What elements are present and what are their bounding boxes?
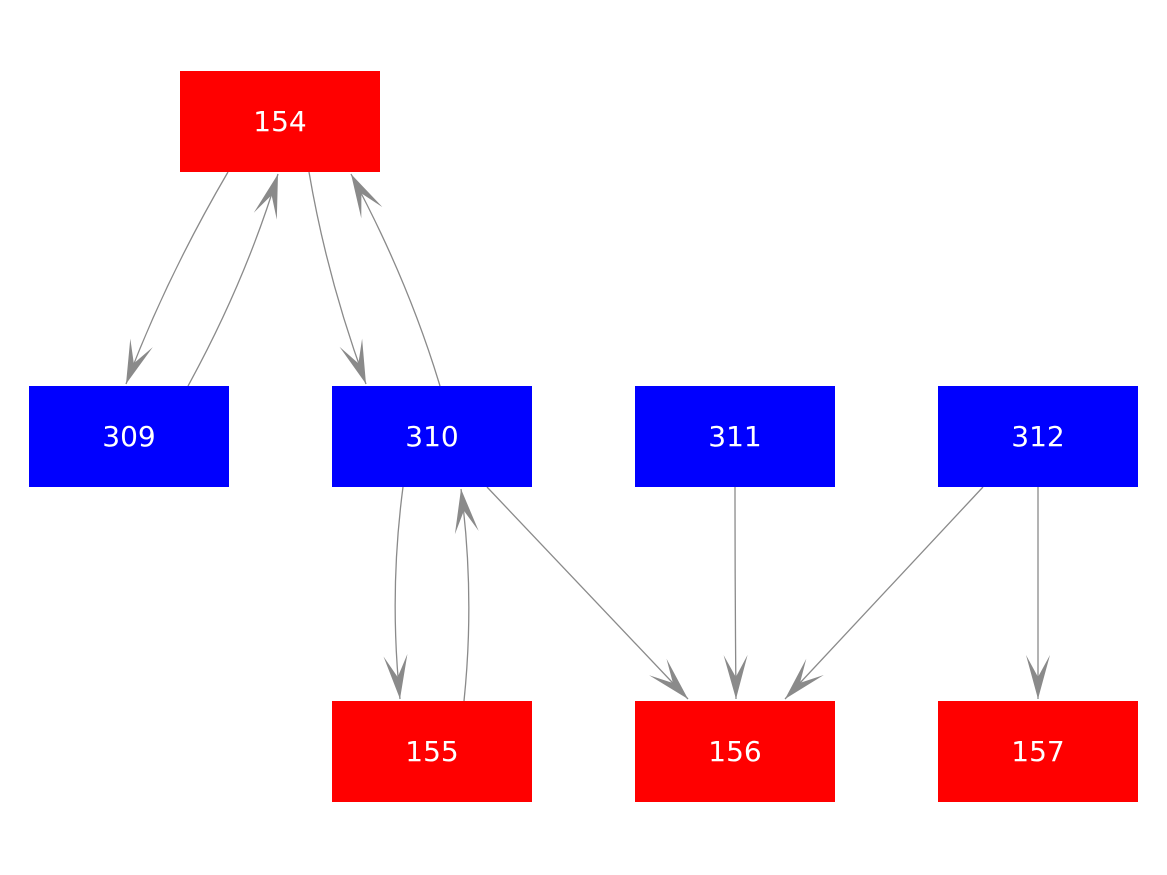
edge-310-156: [486, 486, 689, 700]
node-label: 311: [708, 419, 762, 453]
edge-312-156: [784, 486, 984, 700]
node-label: 310: [405, 419, 459, 453]
edge-311-156: [734, 486, 737, 700]
node-label: 156: [708, 734, 762, 768]
edge-310-154: [350, 173, 441, 387]
node-311: 311: [635, 386, 835, 487]
edge-309-154: [187, 173, 279, 387]
node-157: 157: [938, 701, 1138, 802]
edge-310-155: [394, 486, 404, 700]
arrowhead-155-310: [454, 489, 479, 535]
arrowhead-310-155: [383, 654, 408, 699]
arrowhead-312-156: [785, 658, 824, 699]
node-309: 309: [29, 386, 229, 487]
edge-155-310: [460, 488, 470, 702]
arrowhead-309-154: [253, 174, 278, 220]
node-310: 310: [332, 386, 532, 487]
node-155: 155: [332, 701, 532, 802]
arrowhead-154-309: [126, 338, 153, 384]
edge-154-309: [125, 171, 229, 385]
node-label: 154: [253, 104, 307, 138]
node-156: 156: [635, 701, 835, 802]
node-154: 154: [180, 71, 380, 172]
arrowhead-310-156: [649, 658, 688, 699]
node-label: 312: [1011, 419, 1065, 453]
node-label: 155: [405, 734, 459, 768]
arrowhead-310-154: [351, 174, 383, 219]
arrowhead-312-157: [1026, 655, 1050, 699]
node-label: 309: [102, 419, 156, 453]
arrowhead-311-156: [723, 654, 748, 699]
node-312: 312: [938, 386, 1138, 487]
arrowhead-154-310: [339, 338, 366, 384]
node-label: 157: [1011, 734, 1065, 768]
edge-154-310: [308, 171, 367, 385]
